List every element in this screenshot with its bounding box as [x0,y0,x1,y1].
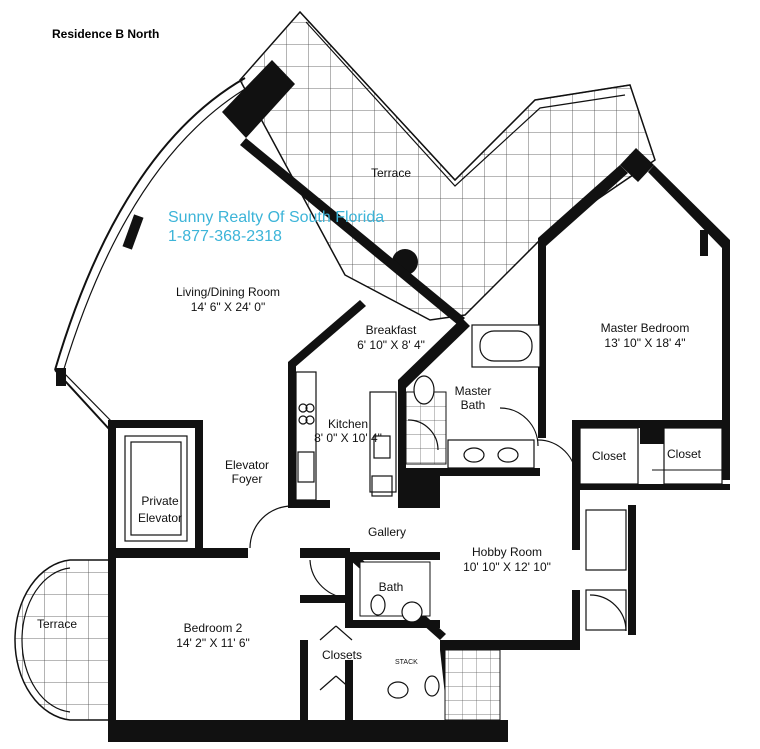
label-kitchen-size: 8' 0" X 10' 4" [314,431,382,445]
private-elevator-box [124,435,188,542]
label-breakfast-size: 6' 10" X 8' 4" [357,338,425,352]
label-gallery: Gallery [368,525,406,539]
label-bedroom2-name: Bedroom 2 [184,621,243,635]
label-kitchen-name: Kitchen [328,417,368,431]
guest-bath-fixtures [359,561,501,721]
label-private-elevator-1: Private [141,494,179,508]
walls [108,60,730,742]
label-closets: Closets [322,648,362,662]
label-breakfast-name: Breakfast [366,323,417,337]
label-closet-right: Closet [667,447,702,461]
master-bath-fixtures [405,324,541,469]
terrace-left-area [14,559,116,721]
label-elevator-foyer-1: Elevator [225,458,269,472]
label-bedroom2-size: 14' 2" X 11' 6" [176,636,250,650]
label-terrace-top: Terrace [371,166,411,180]
doors [249,407,627,691]
master-closets [579,427,723,631]
watermark-company: Sunny Realty Of South Florida [168,209,384,226]
kitchen-fixtures [295,371,397,501]
living-windows [56,214,708,386]
terrace-top-area [239,10,656,321]
label-living-name: Living/Dining Room [176,285,280,299]
label-living-size: 14' 6" X 24' 0" [191,300,265,314]
label-terrace-left: Terrace [37,617,77,631]
watermark-phone: 1-877-368-2318 [168,228,282,245]
plan-title: Residence B North [52,27,159,41]
label-master-bath-1: Master [455,384,492,398]
label-private-elevator-2: Elevator [138,511,182,525]
label-master-bedroom-size: 13' 10" X 18' 4" [604,336,685,350]
label-closet-left: Closet [592,449,627,463]
label-hobby-name: Hobby Room [472,545,542,559]
label-stack: STACK [395,659,418,666]
living-outer-wall [54,77,251,431]
label-elevator-foyer-2: Foyer [232,472,263,486]
label-master-bath-2: Bath [461,398,486,412]
label-hobby-size: 10' 10" X 12' 10" [463,560,551,574]
label-bath: Bath [379,580,404,594]
label-master-bedroom-name: Master Bedroom [601,321,690,335]
